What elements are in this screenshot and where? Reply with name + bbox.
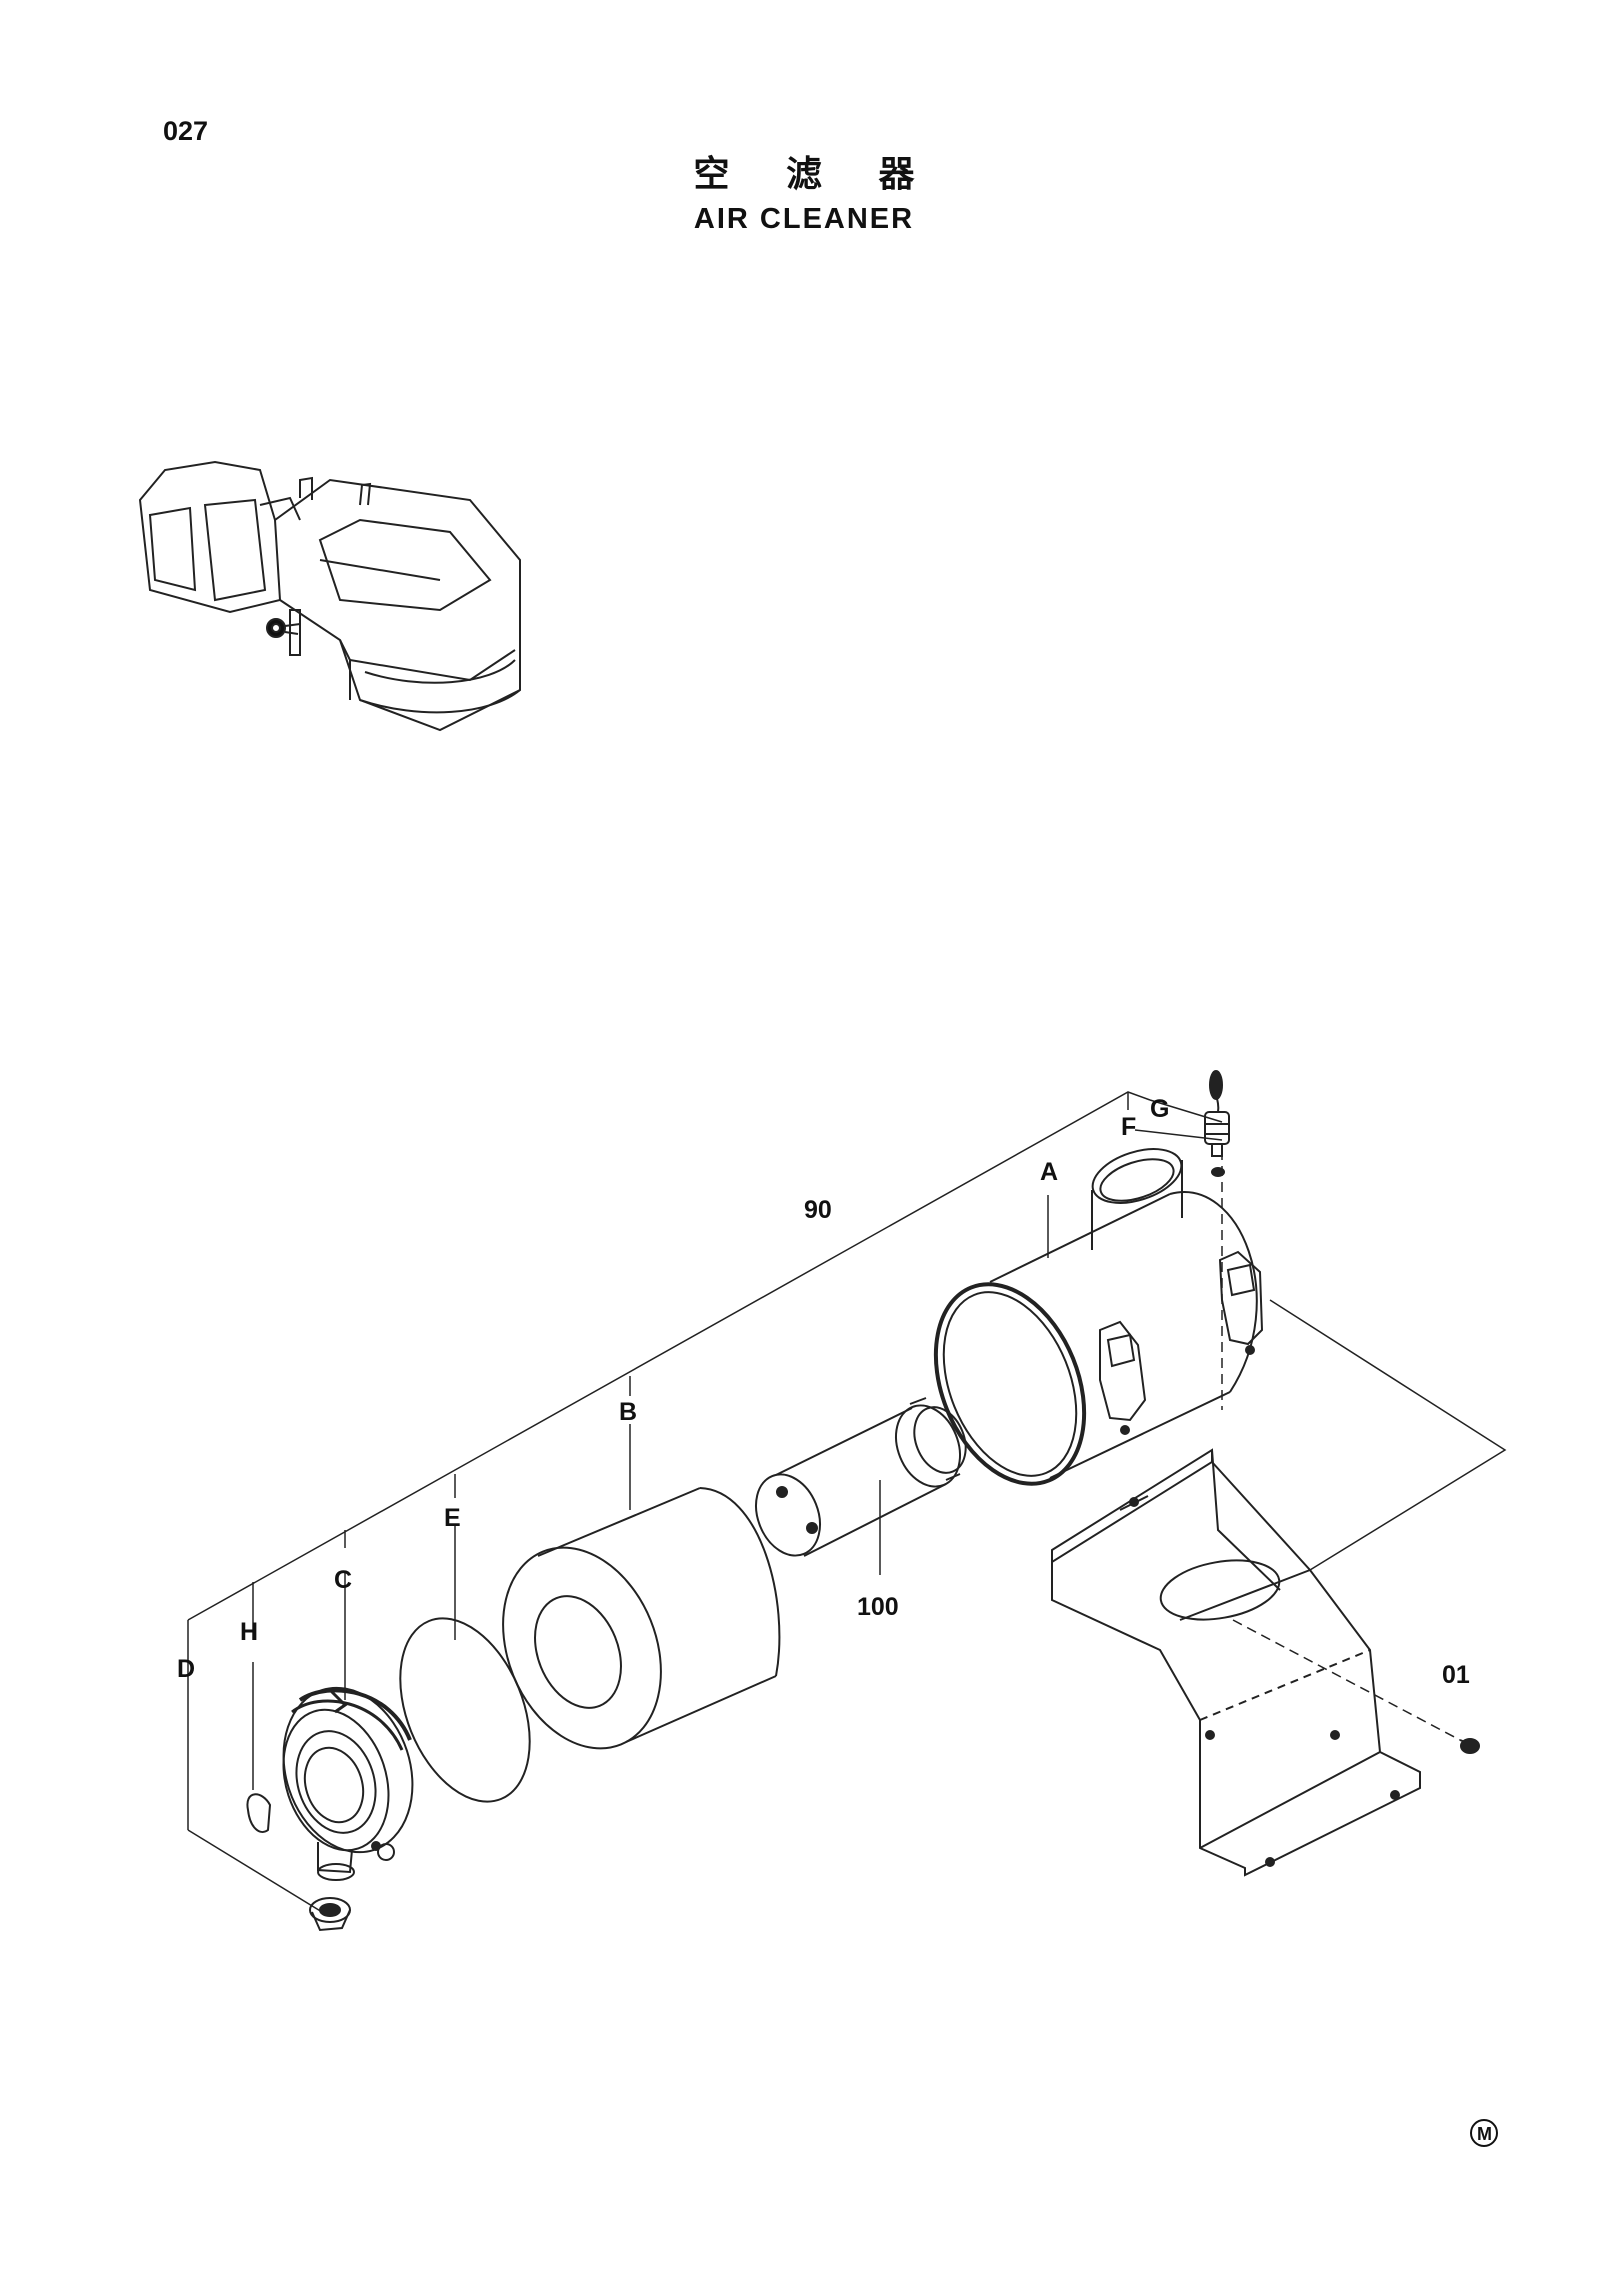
washer-part-f [1211, 1167, 1225, 1177]
footer-mark-letter: M [1477, 2124, 1492, 2144]
callout-a: A [1040, 1158, 1058, 1186]
mounting-bracket [1051, 1448, 1421, 1877]
leader-lines [187, 1091, 1507, 1913]
callout-f: F [1121, 1113, 1136, 1141]
page-number: 027 [163, 116, 209, 146]
callout-01: 01 [1442, 1661, 1470, 1689]
page-title-chinese: 空 滤 器 [693, 154, 937, 195]
callout-d: D [177, 1655, 195, 1683]
clip-part-h [246, 1793, 272, 1833]
callout-h: H [240, 1618, 258, 1646]
bolt-part-01 [1459, 1738, 1480, 1754]
indicator-part-g [1204, 1070, 1230, 1157]
footer-mark: M [1470, 2119, 1498, 2147]
callout-100: 100 [857, 1593, 899, 1621]
cover-part-c [282, 1686, 414, 1881]
callout-90: 90 [804, 1196, 832, 1224]
page-title: AIR CLEANER [693, 203, 915, 235]
callout-c: C [334, 1566, 352, 1594]
callout-e: E [444, 1504, 461, 1532]
outer-element-part-b [502, 1487, 781, 1750]
callout-g: G [1150, 1095, 1169, 1123]
callout-b: B [619, 1398, 637, 1426]
housing-part-a [933, 1148, 1264, 1486]
inner-element-part-100 [755, 1397, 967, 1557]
valve-part-d [309, 1897, 351, 1932]
excavator-locator-sketch [138, 460, 521, 732]
gasket-part-e [399, 1617, 531, 1803]
